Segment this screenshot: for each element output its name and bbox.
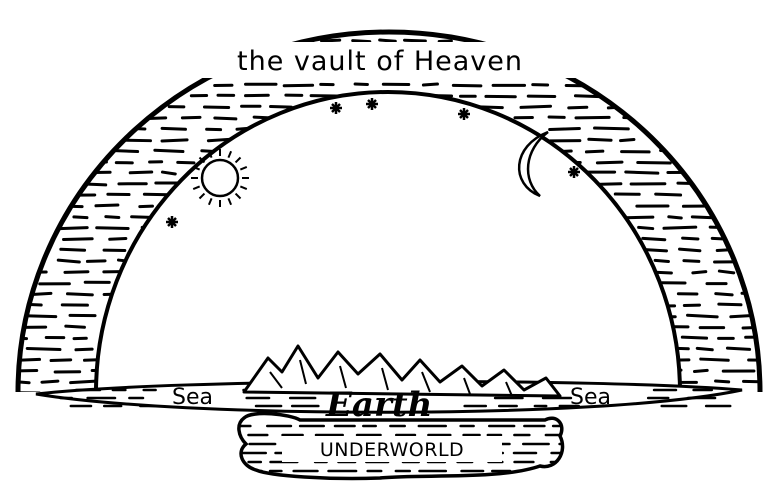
star-icon — [458, 108, 470, 120]
star-icon — [166, 216, 178, 228]
crescent-moon-icon — [519, 132, 548, 196]
star-icon — [568, 166, 580, 178]
star-icon — [366, 98, 378, 110]
star-icon — [330, 102, 342, 114]
vault-of-heaven-band — [10, 29, 774, 394]
sun-icon — [191, 149, 249, 207]
sea-right-label: Sea — [570, 385, 611, 410]
underworld-label: UNDERWORLD — [320, 439, 464, 461]
vault-label: the vault of Heaven — [237, 46, 523, 77]
sea-left-label: Sea — [172, 385, 213, 410]
